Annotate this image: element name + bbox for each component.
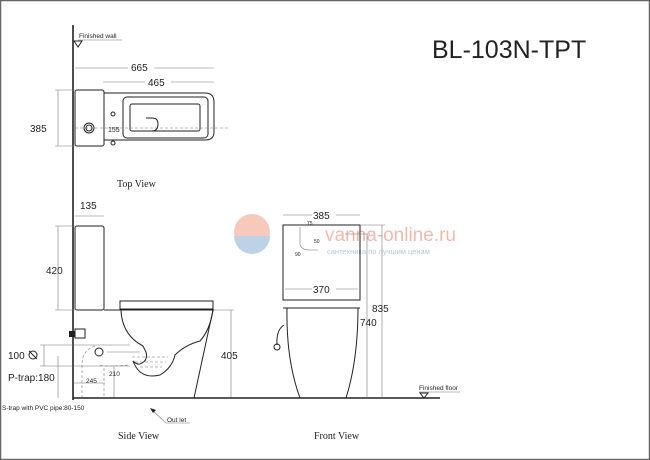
side-view: 135 420 100 P-trap:180 245 210 405 — [2, 201, 238, 442]
dim-245: 245 — [86, 378, 97, 385]
s-trap-label: S-trap with PVC pipe:80-150 — [2, 405, 85, 412]
dim-665: 665 — [131, 63, 148, 74]
front-view: 385 75 50 90 370 835 740 Front View — [273, 208, 389, 442]
seat-side — [119, 300, 214, 310]
front-view-label: Front View — [314, 431, 360, 442]
finished-wall-label: Finished wall — [79, 33, 117, 40]
outlet-label: Out let — [167, 417, 186, 424]
diameter-icon — [28, 350, 38, 360]
top-view: 665 465 385 155 Top View — [30, 62, 230, 190]
flush-button-icon — [83, 122, 95, 134]
outlet-arrow — [151, 409, 190, 424]
tank-side — [74, 225, 105, 311]
watermark-tagline: сантехника по лучшим ценам — [327, 247, 430, 256]
watermark-brand: vanna-online.ru — [325, 225, 456, 246]
tank-top — [74, 89, 105, 147]
dim-135: 135 — [80, 201, 97, 212]
bowl-side — [120, 309, 214, 377]
watermark: vanna-online.ru сантехника по лучшим цен… — [234, 214, 456, 256]
tank-front — [282, 224, 361, 301]
floor-marker-icon — [418, 392, 430, 399]
dim-385-top: 385 — [30, 124, 47, 135]
side-view-label: Side View — [118, 431, 160, 442]
model-title: BL-103N-TPT — [432, 36, 586, 64]
finished-floor-label: Finished floor — [419, 385, 459, 392]
dim-370: 370 — [313, 285, 330, 296]
bowl-front-right — [345, 307, 359, 399]
bowl-front-left — [286, 307, 301, 399]
dim-385-front: 385 — [313, 211, 330, 222]
dim-740: 740 — [360, 318, 377, 329]
bowl-top — [104, 92, 215, 141]
water-inlet-icon — [273, 343, 281, 351]
dim-75: 75 — [307, 221, 313, 227]
outlet-d-shape — [146, 117, 159, 132]
wall-marker-icon — [73, 40, 83, 48]
dim-210: 210 — [109, 371, 120, 378]
p-trap-label: P-trap:180 — [8, 373, 55, 384]
dim-465: 465 — [148, 78, 165, 89]
dim-50: 50 — [314, 239, 320, 245]
dim-420: 420 — [46, 266, 63, 277]
dim-155: 155 — [108, 127, 120, 134]
dim-90: 90 — [295, 252, 301, 258]
inlet-height-100: 100 — [8, 351, 25, 362]
top-view-label: Top View — [117, 179, 157, 190]
dim-835: 835 — [372, 304, 389, 315]
dim-405: 405 — [221, 351, 238, 362]
